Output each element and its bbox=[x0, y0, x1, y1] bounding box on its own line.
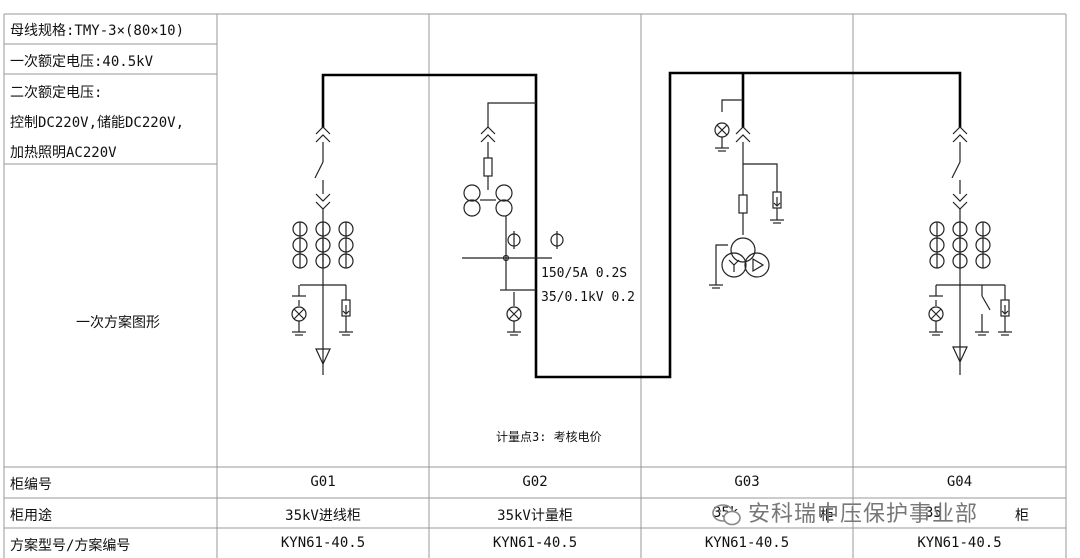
primary-rated-voltage: 一次额定电压:40.5kV bbox=[10, 54, 154, 70]
secondary-voltage-line2: 加热照明AC220V bbox=[10, 145, 117, 161]
cabinet-purpose-g04: 35 bbox=[925, 505, 942, 521]
cabinet-model-g01: KYN61-40.5 bbox=[280, 535, 366, 551]
secondary-voltage-line1: 控制DC220V,储能DC220V, bbox=[10, 115, 185, 131]
wechat-icon bbox=[712, 504, 742, 526]
g01-primary-circuit bbox=[291, 126, 354, 375]
busbar-spec: 母线规格:TMY-3×(80×10) bbox=[10, 23, 185, 39]
row-label-cabinet-purpose: 柜用途 bbox=[10, 508, 52, 524]
cabinet-id-g01: G01 bbox=[310, 474, 336, 490]
cabinet-id-g04: G04 bbox=[946, 474, 973, 490]
cabinet-purpose-g02: 35kV计量柜 bbox=[497, 508, 573, 524]
cabinet-purpose-g01: 35kV进线柜 bbox=[285, 508, 361, 524]
ct-ratio-label: 150/5A 0.2S bbox=[541, 266, 628, 281]
pt-ratio-label: 35/0.1kV 0.2 bbox=[541, 290, 635, 305]
metering-note: 计量点3: 考核电价 bbox=[496, 430, 602, 444]
cabinet-model-g02: KYN61-40.5 bbox=[492, 535, 578, 551]
cabinet-id-g03: G03 bbox=[734, 474, 760, 490]
row-label-cabinet-id: 柜编号 bbox=[10, 477, 52, 493]
diagram-label: 一次方案图形 bbox=[76, 315, 160, 331]
cabinet-model-g03: KYN61-40.5 bbox=[704, 535, 790, 551]
table-grid bbox=[3, 13, 1067, 558]
cabinet-model-g04: KYN61-40.5 bbox=[917, 535, 1002, 551]
cabinet-purpose-g04-tail: 柜 bbox=[1015, 508, 1029, 524]
g04-primary-circuit bbox=[928, 126, 1012, 375]
watermark: 安科瑞中压保护事业部 bbox=[712, 496, 1072, 532]
cabinet-purpose-g03-tail: 柜 bbox=[820, 508, 834, 524]
g03-primary-circuit bbox=[709, 99, 784, 289]
row-label-scheme-model: 方案型号/方案编号 bbox=[10, 538, 131, 554]
g02-primary-circuit bbox=[462, 102, 564, 336]
secondary-voltage-title: 二次额定电压: bbox=[10, 85, 103, 101]
watermark-text: 安科瑞中压保护事业部 bbox=[748, 502, 979, 527]
cabinet-id-g02: G02 bbox=[522, 474, 548, 490]
